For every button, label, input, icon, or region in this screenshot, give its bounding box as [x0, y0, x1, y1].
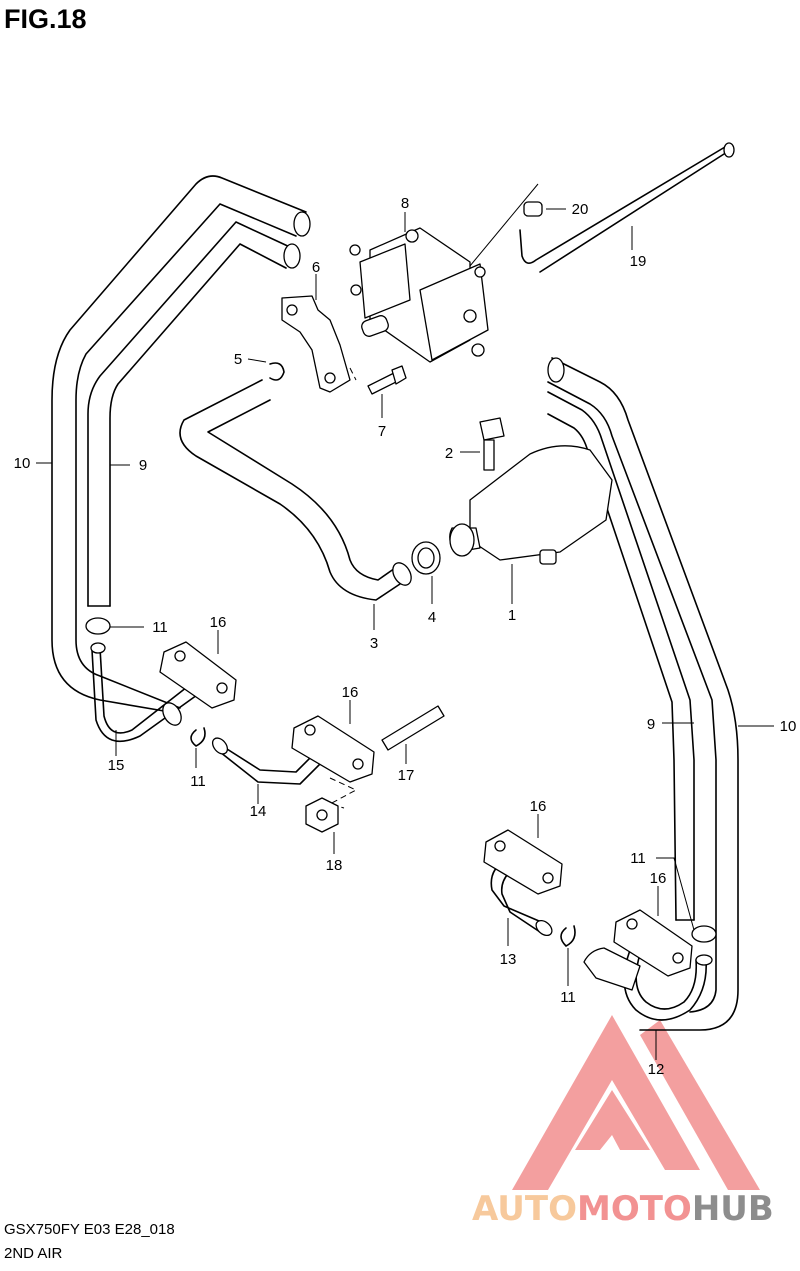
clip-5 [247, 358, 285, 381]
clamp-20 [523, 201, 566, 217]
callout-17: 17 [398, 767, 415, 784]
bolt-7 [367, 365, 407, 418]
watermark-logo [512, 1015, 760, 1190]
callout-14: 14 [250, 803, 267, 820]
clamp-4 [411, 541, 441, 604]
hose-19 [459, 142, 735, 279]
bracket-6 [281, 274, 357, 393]
flange-16-b [291, 700, 375, 809]
model-code: GSX750FY E03 E28_018 [4, 1221, 175, 1238]
callout-9-right: 9 [647, 716, 655, 733]
callout-11-c: 11 [560, 989, 576, 1006]
pipe-14 [211, 737, 325, 804]
callout-18: 18 [326, 857, 343, 874]
callout-16-b: 16 [342, 684, 359, 701]
watermark-moto: MOTO [577, 1189, 692, 1229]
callout-16-a: 16 [210, 614, 227, 631]
callout-1: 1 [508, 607, 516, 624]
pipe-15 [90, 642, 205, 756]
callout-8: 8 [401, 195, 409, 212]
callout-5: 5 [234, 351, 242, 368]
section-name: 2ND AIR [4, 1245, 63, 1262]
figure-title: FIG.18 [4, 4, 87, 34]
callout-2: 2 [445, 445, 453, 462]
callout-10-right: 10 [780, 718, 797, 735]
clip-11-a [85, 617, 144, 635]
reed-valve-8 [349, 212, 489, 363]
callout-11-b: 11 [190, 773, 206, 790]
watermark-hub: HUB [692, 1189, 774, 1229]
callout-16-c: 16 [530, 798, 547, 815]
callout-20: 20 [572, 201, 589, 218]
clip-11-d [656, 857, 717, 943]
hose-10-left [51, 175, 311, 713]
callout-16-d: 16 [650, 870, 667, 887]
callout-4: 4 [428, 609, 436, 626]
flange-16-a [159, 630, 237, 709]
callout-7: 7 [378, 423, 386, 440]
callout-15: 15 [108, 757, 125, 774]
hose-9-left [87, 221, 301, 607]
flange-16-d [613, 886, 693, 977]
callout-9-left: 9 [139, 457, 147, 474]
case-1 [449, 445, 613, 604]
callout-19: 19 [630, 253, 647, 270]
callout-12: 12 [648, 1061, 665, 1078]
stud-17 [381, 705, 445, 764]
callout-10-left: 10 [14, 455, 31, 472]
clip-11-b [190, 727, 206, 768]
callout-3: 3 [370, 635, 378, 652]
nut-18 [305, 797, 339, 854]
bolt-2 [460, 417, 505, 471]
svg-text:AUTOMOTOHUB: AUTOMOTOHUB [472, 1189, 774, 1229]
callout-6: 6 [312, 259, 320, 276]
watermark-text: AUTOMOTOHUB [472, 1189, 774, 1229]
clip-11-c [560, 925, 576, 986]
hose-10-right [547, 357, 739, 1031]
callout-11-a: 11 [152, 619, 168, 636]
flange-16-c [483, 814, 563, 895]
hose-3 [179, 379, 412, 630]
callout-11-d: 11 [630, 850, 646, 867]
pipe-12 [583, 947, 713, 1060]
callout-13: 13 [500, 951, 517, 968]
watermark-auto: AUTO [472, 1189, 577, 1229]
